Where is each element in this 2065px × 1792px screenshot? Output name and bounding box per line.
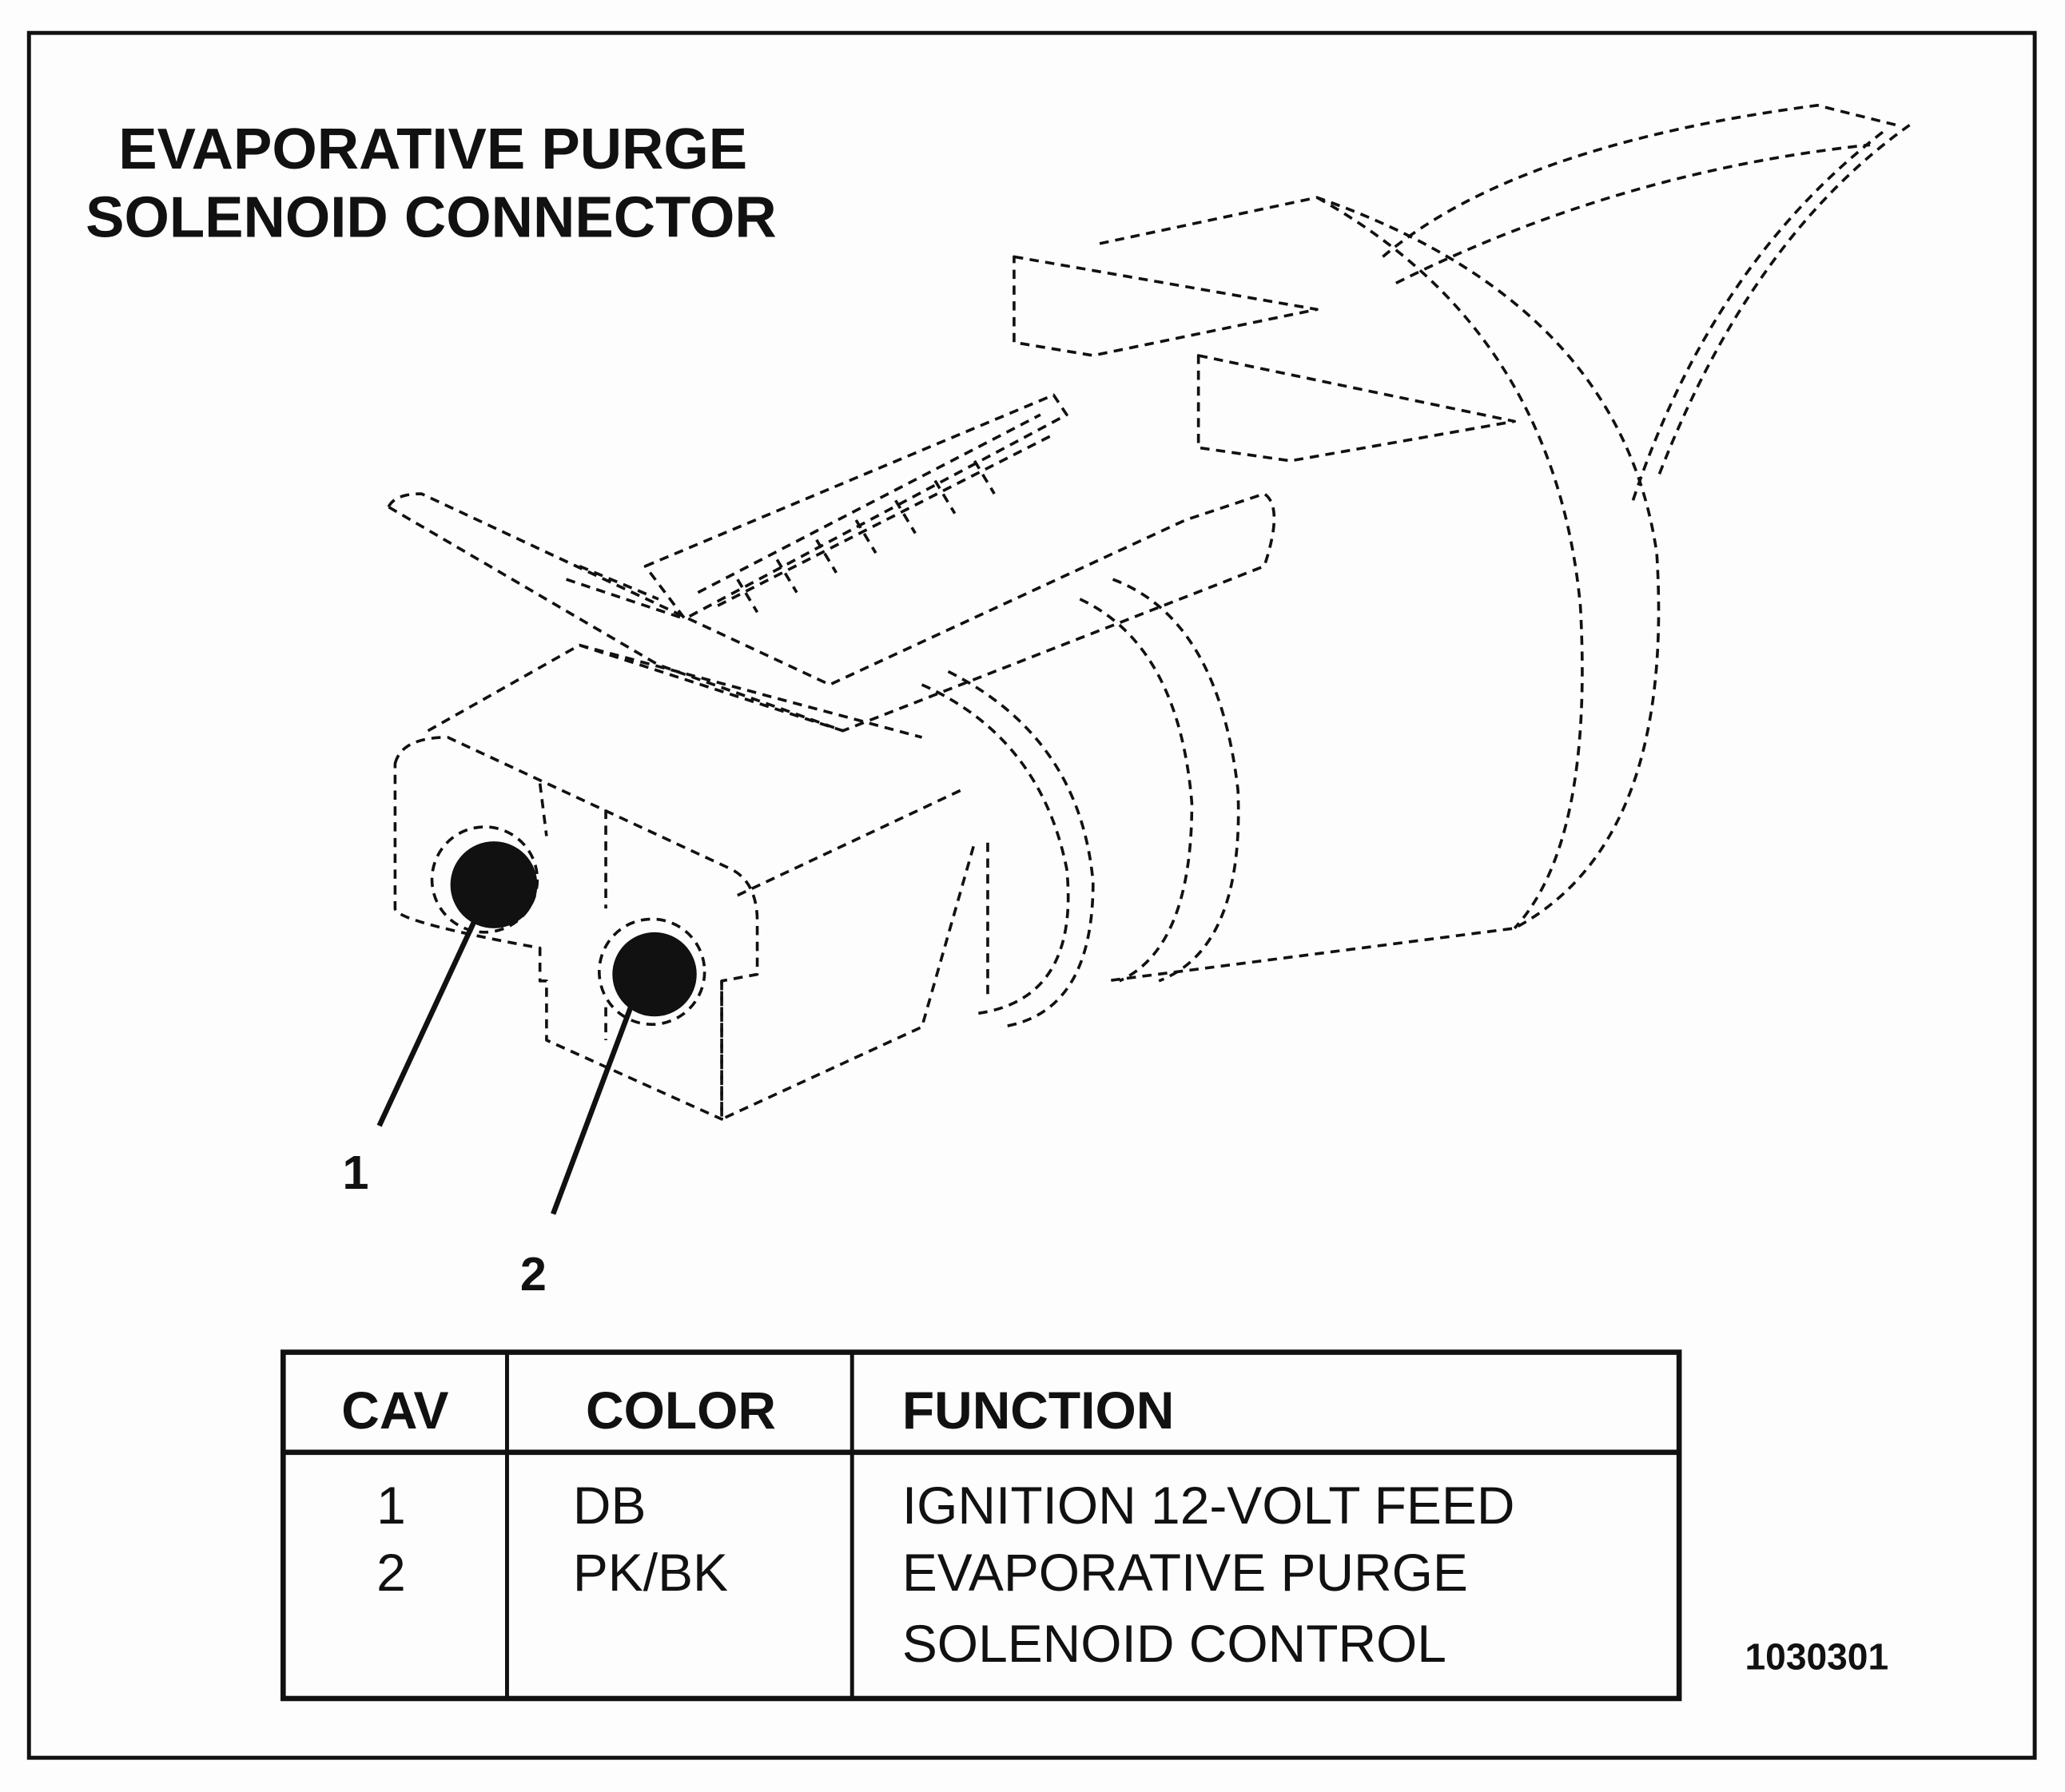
callout-2: 2 <box>520 1247 547 1301</box>
row-1-color: DB <box>573 1476 647 1535</box>
figure-code: 1030301 <box>1745 1636 1889 1678</box>
row-2-color: PK/BK <box>573 1543 728 1602</box>
cavity-1-pin <box>450 841 538 928</box>
row-1-function: IGNITION 12-VOLT FEED <box>902 1476 1515 1535</box>
leader-line-1 <box>376 920 477 1127</box>
pinout-table: CAV COLOR FUNCTION 1 DB IGNITION 12-VOLT… <box>281 1349 1682 1702</box>
header-function: FUNCTION <box>902 1381 1174 1440</box>
row-2-function-line-2: SOLENOID CONTROL <box>902 1614 1446 1673</box>
header-color: COLOR <box>586 1381 776 1440</box>
callout-1: 1 <box>342 1146 368 1199</box>
connector-illustration <box>387 104 1911 1121</box>
row-2-function-line-1: EVAPORATIVE PURGE <box>902 1543 1468 1602</box>
diagram-title-line-1: EVAPORATIVE PURGE <box>118 117 747 181</box>
header-cav: CAV <box>341 1381 448 1440</box>
row-1-cav: 1 <box>376 1476 406 1535</box>
diagram-title-line-2: SOLENOID CONNECTOR <box>86 185 777 250</box>
figure-border <box>26 30 2037 1760</box>
cavity-2-pin <box>612 932 697 1017</box>
leader-line-2 <box>551 1002 635 1215</box>
row-2-cav: 2 <box>376 1543 406 1602</box>
